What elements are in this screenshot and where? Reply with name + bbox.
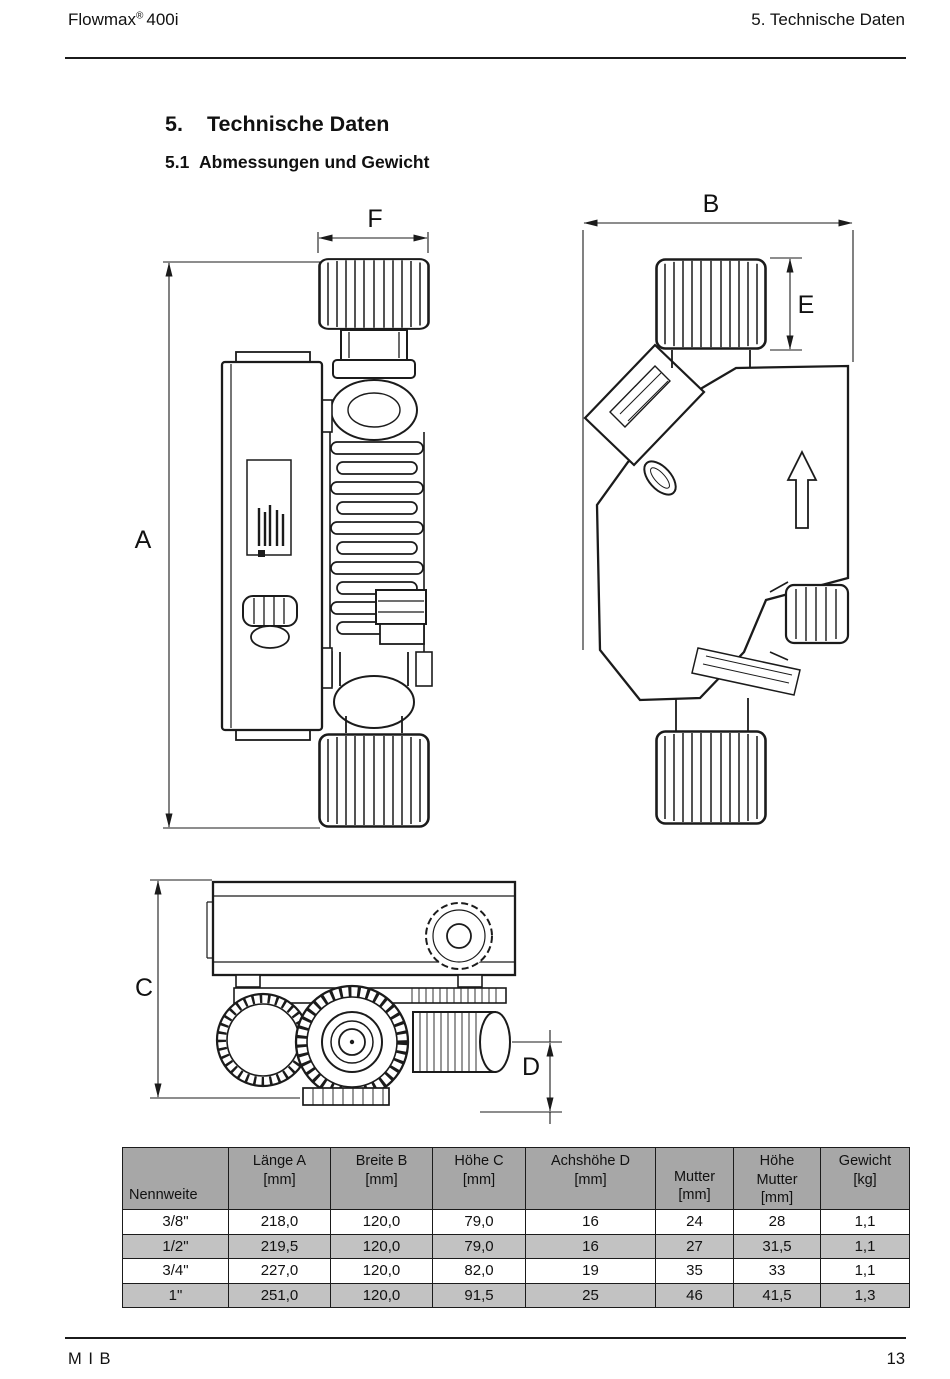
table-cell: 219,5 [228,1233,330,1258]
col-header-mutter: Mutter[mm] [655,1148,733,1209]
top-view [150,879,562,1124]
table-cell: 218,0 [228,1209,330,1234]
subsection-number: 5.1 [165,152,190,172]
col-header-gewicht: Gewicht[kg] [820,1148,909,1209]
col-header-nennweite: Nennweite [123,1148,228,1209]
dim-label-F: F [367,205,382,233]
dimensions-table: Nennweite Länge A[mm] Breite B[mm] Höhe … [122,1147,910,1308]
table-cell: 1,1 [820,1233,909,1258]
dimension-A [163,261,320,829]
footer-left: M I B [68,1350,112,1368]
dim-label-D: D [522,1053,540,1081]
dimension-D [480,1030,562,1124]
model-name: 400i [146,10,179,29]
section-number: 5. [165,112,183,136]
table-cell: 46 [655,1282,733,1307]
dim-label-A: A [135,526,152,554]
table-cell: 79,0 [432,1209,525,1234]
dim-label-B: B [703,190,720,218]
header-product-title: Flowmax®400i [68,10,179,30]
dimension-letters: F B E A C D [135,190,815,1081]
table-cell: 27 [655,1233,733,1258]
table-cell: 1,3 [820,1282,909,1307]
dim-label-E: E [798,291,815,319]
flow-direction-arrow [786,449,818,529]
table-cell: 16 [525,1233,655,1258]
table-cell: 1" [123,1282,228,1307]
table-cell: 1,1 [820,1209,909,1234]
top-center-fitting [294,984,410,1100]
table-cell: 33 [733,1258,820,1283]
dimension-B [582,219,854,650]
table-cell: 25 [525,1282,655,1307]
table-cell: 1/2" [123,1233,228,1258]
header-rule [65,57,906,59]
section-heading: 5. Technische Daten [165,112,389,137]
table-cell: 1,1 [820,1258,909,1283]
table-cell: 79,0 [432,1233,525,1258]
col-header-laenge-a: Länge A[mm] [228,1148,330,1209]
front-top-nut [318,258,430,330]
side-view [582,219,854,825]
front-display-body [220,351,333,741]
dimension-C [150,879,300,1099]
subsection-title: Abmessungen und Gewicht [199,152,430,172]
table-cell: 227,0 [228,1258,330,1283]
header-chapter-ref: 5. Technische Daten [751,10,905,29]
dimension-E [770,257,802,351]
col-header-label: Nennweite [129,1187,198,1204]
table-cell: 35 [655,1258,733,1283]
table-cell: 251,0 [228,1282,330,1307]
table-cell: 3/4" [123,1258,228,1283]
brand-name: Flowmax [68,10,137,29]
section-title: Technische Daten [207,112,390,136]
page-number: 13 [886,1350,905,1368]
col-header-achshoehe-d: Achshöhe D[mm] [525,1148,655,1209]
table-cell: 24 [655,1209,733,1234]
front-view [163,232,433,829]
table-cell: 28 [733,1209,820,1234]
table-cell: 3/8" [123,1209,228,1234]
top-right-port [412,1011,511,1073]
footer-rule [65,1337,906,1339]
dim-label-C: C [135,974,153,1002]
table-cell: 120,0 [330,1233,432,1258]
dimension-F [317,232,429,253]
side-cable-gland [769,581,850,661]
table-cell: 120,0 [330,1258,432,1283]
subsection-heading: 5.1 Abmessungen und Gewicht [165,152,429,173]
table-cell: 31,5 [733,1233,820,1258]
col-header-breite-b: Breite B[mm] [330,1148,432,1209]
col-header-hoehe-c: Höhe C[mm] [432,1148,525,1209]
table-cell: 120,0 [330,1282,432,1307]
table-cell: 82,0 [432,1258,525,1283]
side-top-nut [655,258,767,350]
table-cell: 91,5 [432,1282,525,1307]
table-cell: 41,5 [733,1282,820,1307]
front-bottom-nut [318,733,430,828]
top-knob [425,902,493,970]
table-cell: 19 [525,1258,655,1283]
table-cell: 16 [525,1209,655,1234]
side-body [595,364,850,702]
trademark-symbol: ® [136,10,144,22]
side-bottom-nut [655,730,767,825]
table-cell: 120,0 [330,1209,432,1234]
